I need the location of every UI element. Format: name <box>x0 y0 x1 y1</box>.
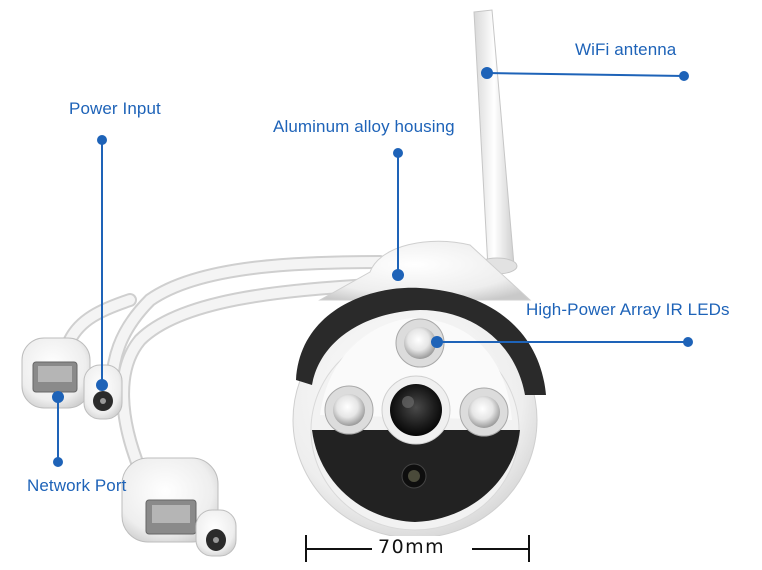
dc-connector-upper <box>83 364 123 420</box>
light-sensor <box>401 463 427 489</box>
callout-end-housing <box>393 148 403 158</box>
camera-lens <box>381 375 451 445</box>
label-network-port: Network Port <box>27 476 127 495</box>
dimension-marker <box>305 535 530 562</box>
label-housing: Aluminum alloy housing <box>273 117 455 136</box>
callout-lines <box>52 67 693 467</box>
ir-led-left <box>324 385 374 435</box>
dimension-width-label: 70mm <box>374 536 450 558</box>
ir-led-top <box>395 318 445 368</box>
rj45-connector-lower <box>121 457 219 543</box>
callout-dot-ir <box>431 336 443 348</box>
rj45-connector-upper <box>21 337 91 409</box>
ir-led-right <box>459 387 509 437</box>
callout-end-network <box>53 457 63 467</box>
label-wifi-antenna: WiFi antenna <box>575 40 677 59</box>
callout-end-wifi <box>679 71 689 81</box>
callout-end-ir <box>683 337 693 347</box>
callout-dot-power <box>96 379 108 391</box>
cables <box>63 255 387 477</box>
callout-dot-network <box>52 391 64 403</box>
label-ir-leds: High-Power Array IR LEDs <box>526 300 730 319</box>
wifi-antenna <box>473 9 518 275</box>
label-power-input: Power Input <box>69 99 161 118</box>
callout-end-power <box>97 135 107 145</box>
callout-dot-wifi <box>481 67 493 79</box>
dc-connector-lower <box>195 509 237 557</box>
callout-dot-housing <box>392 269 404 281</box>
